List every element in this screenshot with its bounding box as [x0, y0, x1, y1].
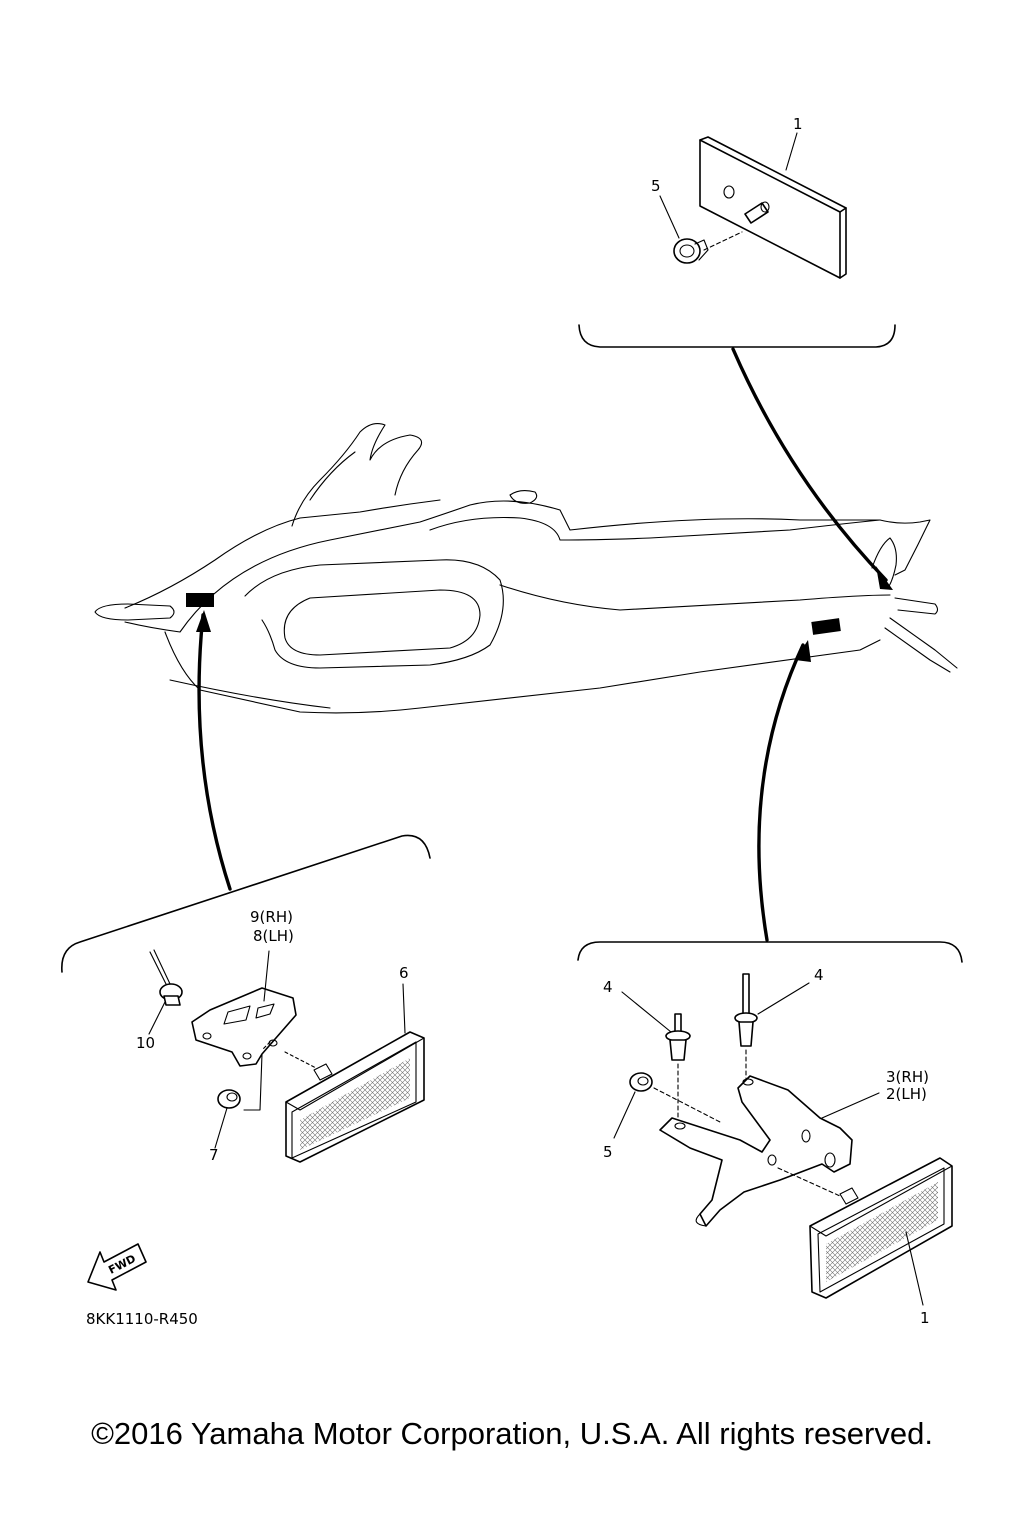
right-detail-bracket [577, 941, 963, 963]
copyright-notice: ©2016 Yamaha Motor Corporation, U.S.A. A… [91, 1416, 933, 1451]
right-nut [629, 1072, 721, 1123]
locator-arrows [196, 347, 893, 942]
callout-left-reflector: 6 [399, 964, 409, 982]
leader-line [621, 991, 672, 1033]
left-grommet [149, 949, 183, 1006]
right-detail-group: 4 4 3(RH) 2(LH) 5 1 [577, 941, 963, 1327]
leader-line [659, 195, 680, 239]
top-nut [673, 231, 743, 264]
leader-line [785, 132, 798, 171]
snowmobile-outline [94, 423, 958, 714]
callout-right-bracket-lh: 2(LH) [886, 1085, 927, 1103]
drawing-code: 8KK1110-R450 [86, 1310, 198, 1328]
leader-line [821, 1092, 880, 1119]
leader-line [214, 1107, 228, 1149]
callout-right-rivet-right: 4 [814, 966, 824, 984]
right-bracket [659, 1075, 853, 1227]
leader-line [905, 1231, 924, 1306]
leader-line [402, 983, 406, 1034]
left-detail-bracket [61, 834, 431, 973]
callout-left-bracket-lh: 8(LH) [253, 927, 294, 945]
left-bracket [191, 987, 297, 1111]
top-detail-bracket [578, 324, 896, 348]
left-nut [217, 1089, 241, 1109]
callout-left-bracket-rh: 9(RH) [250, 908, 293, 926]
callout-right-bracket-rh: 3(RH) [886, 1068, 929, 1086]
leader-line [613, 1091, 636, 1139]
rear-reflector-mark [811, 618, 841, 635]
leader-line [148, 1001, 166, 1035]
callout-right-reflector: 1 [920, 1309, 930, 1327]
leader-line [757, 982, 810, 1015]
top-detail-group: 1 5 [578, 115, 896, 348]
callout-right-rivet-left: 4 [603, 978, 613, 996]
left-reflector [284, 1031, 425, 1163]
callout-top-nut: 5 [651, 177, 661, 195]
callout-left-grommet: 10 [136, 1034, 155, 1052]
leader-line [263, 950, 270, 1002]
right-reflector [809, 1157, 953, 1299]
top-reflector [699, 136, 847, 279]
fwd-arrow-icon: FWD [87, 1243, 147, 1291]
callout-right-nut: 5 [603, 1143, 613, 1161]
callout-top-reflector: 1 [793, 115, 803, 133]
front-reflector-mark [186, 593, 214, 607]
right-rivet-left [665, 1013, 691, 1125]
left-detail-group: 9(RH) 8(LH) 6 10 7 [61, 834, 431, 1164]
callout-left-nut: 7 [209, 1146, 219, 1164]
right-rivet-right [734, 973, 758, 1081]
